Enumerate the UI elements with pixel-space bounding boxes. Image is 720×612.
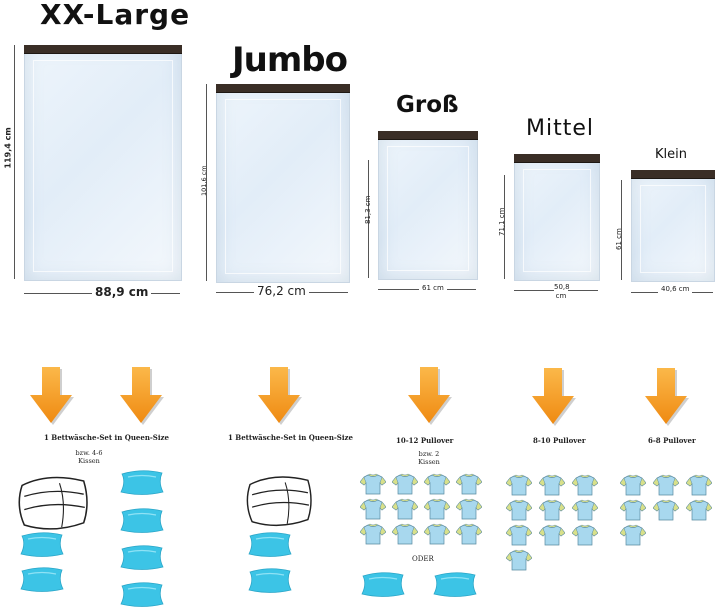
down-arrow-icon (258, 365, 302, 425)
pillow-icon (118, 506, 166, 534)
capacity-jumbo: 1 Bettwäsche-Set in Queen-Size (228, 433, 353, 442)
width-label-gross: 61 cm (419, 284, 447, 292)
or-label: ODER (412, 555, 434, 563)
zipper (378, 131, 478, 140)
sweater-icon (360, 523, 386, 545)
sweater-icon (620, 499, 646, 521)
sweater-icon (506, 474, 532, 496)
down-arrow-icon (645, 366, 689, 426)
sweater-icon (506, 524, 532, 546)
sweater-icon (539, 524, 565, 546)
sweater-icon (424, 523, 450, 545)
down-arrow-icon (30, 365, 74, 425)
capacity-xxl: 1 Bettwäsche-Set in Queen-Size (44, 433, 169, 442)
sweater-icon (686, 499, 712, 521)
bag-klein (631, 170, 715, 282)
sweater-icon (572, 524, 598, 546)
height-label-gross: 81,3 cm (364, 195, 372, 224)
sweater-icon (424, 498, 450, 520)
pillow-icon (118, 580, 166, 608)
height-label-mittel: 71,1 cm (498, 207, 506, 236)
width-label-xxl: 88,9 cm (92, 285, 152, 299)
pillow-icon (118, 468, 166, 496)
height-label-jumbo: 101,6 cm (200, 165, 208, 196)
down-arrow-icon (408, 365, 452, 425)
sweater-icon (506, 549, 532, 571)
size-title-gross: Groß (396, 92, 459, 118)
pillow-icon (18, 565, 66, 593)
sweater-icon (653, 474, 679, 496)
sweater-icon (620, 524, 646, 546)
bag-jumbo (216, 84, 350, 283)
down-arrow-icon (120, 365, 164, 425)
duvet-icon (242, 470, 318, 532)
sweater-icon (360, 473, 386, 495)
sweater-icon (572, 499, 598, 521)
sweater-icon (572, 474, 598, 496)
zipper (24, 45, 182, 54)
pillow-icon (430, 570, 480, 598)
sweater-icon (653, 499, 679, 521)
pillow-icon (118, 543, 166, 571)
capacity-gross: 10-12 Pullover (396, 436, 454, 445)
sweater-icon (424, 473, 450, 495)
width-label-klein: 40,6 cm (658, 285, 693, 293)
sweater-icon (456, 473, 482, 495)
sweater-icon (456, 523, 482, 545)
sweater-icon (392, 523, 418, 545)
size-title-klein: Klein (655, 147, 687, 162)
down-arrow-icon (532, 366, 576, 426)
zipper (631, 170, 715, 179)
sweater-icon (360, 498, 386, 520)
pillow-icon (18, 530, 66, 558)
width-label-jumbo: 76,2 cm (254, 284, 309, 298)
capacity-xxl-alt: bzw. 4-6 Kissen (75, 449, 103, 465)
size-title-xxl: XX-Large (40, 0, 191, 31)
bag-gross (378, 131, 478, 280)
height-label-klein: 61 cm (615, 228, 623, 250)
sweater-icon (686, 474, 712, 496)
sweater-icon (539, 499, 565, 521)
pillow-icon (246, 566, 294, 594)
capacity-gross-alt: bzw. 2 Kissen (418, 450, 440, 466)
sweater-icon (456, 498, 482, 520)
size-title-jumbo: Jumbo (232, 40, 348, 80)
height-label-xxl: 119,4 cm (3, 127, 13, 169)
zipper (514, 154, 600, 163)
width-label-mittel: 50,8 cm (554, 283, 570, 301)
sweater-icon (620, 474, 646, 496)
sweater-icon (392, 473, 418, 495)
sweater-icon (392, 498, 418, 520)
duvet-icon (12, 470, 96, 536)
bag-mittel (514, 154, 600, 281)
pillow-icon (246, 530, 294, 558)
sweater-icon (539, 474, 565, 496)
size-title-mittel: Mittel (526, 116, 594, 141)
zipper (216, 84, 350, 93)
pillow-icon (358, 570, 408, 598)
capacity-klein: 6-8 Pullover (648, 436, 696, 445)
capacity-mittel: 8-10 Pullover (533, 436, 586, 445)
sweater-icon (506, 499, 532, 521)
bag-xxl (24, 45, 182, 281)
